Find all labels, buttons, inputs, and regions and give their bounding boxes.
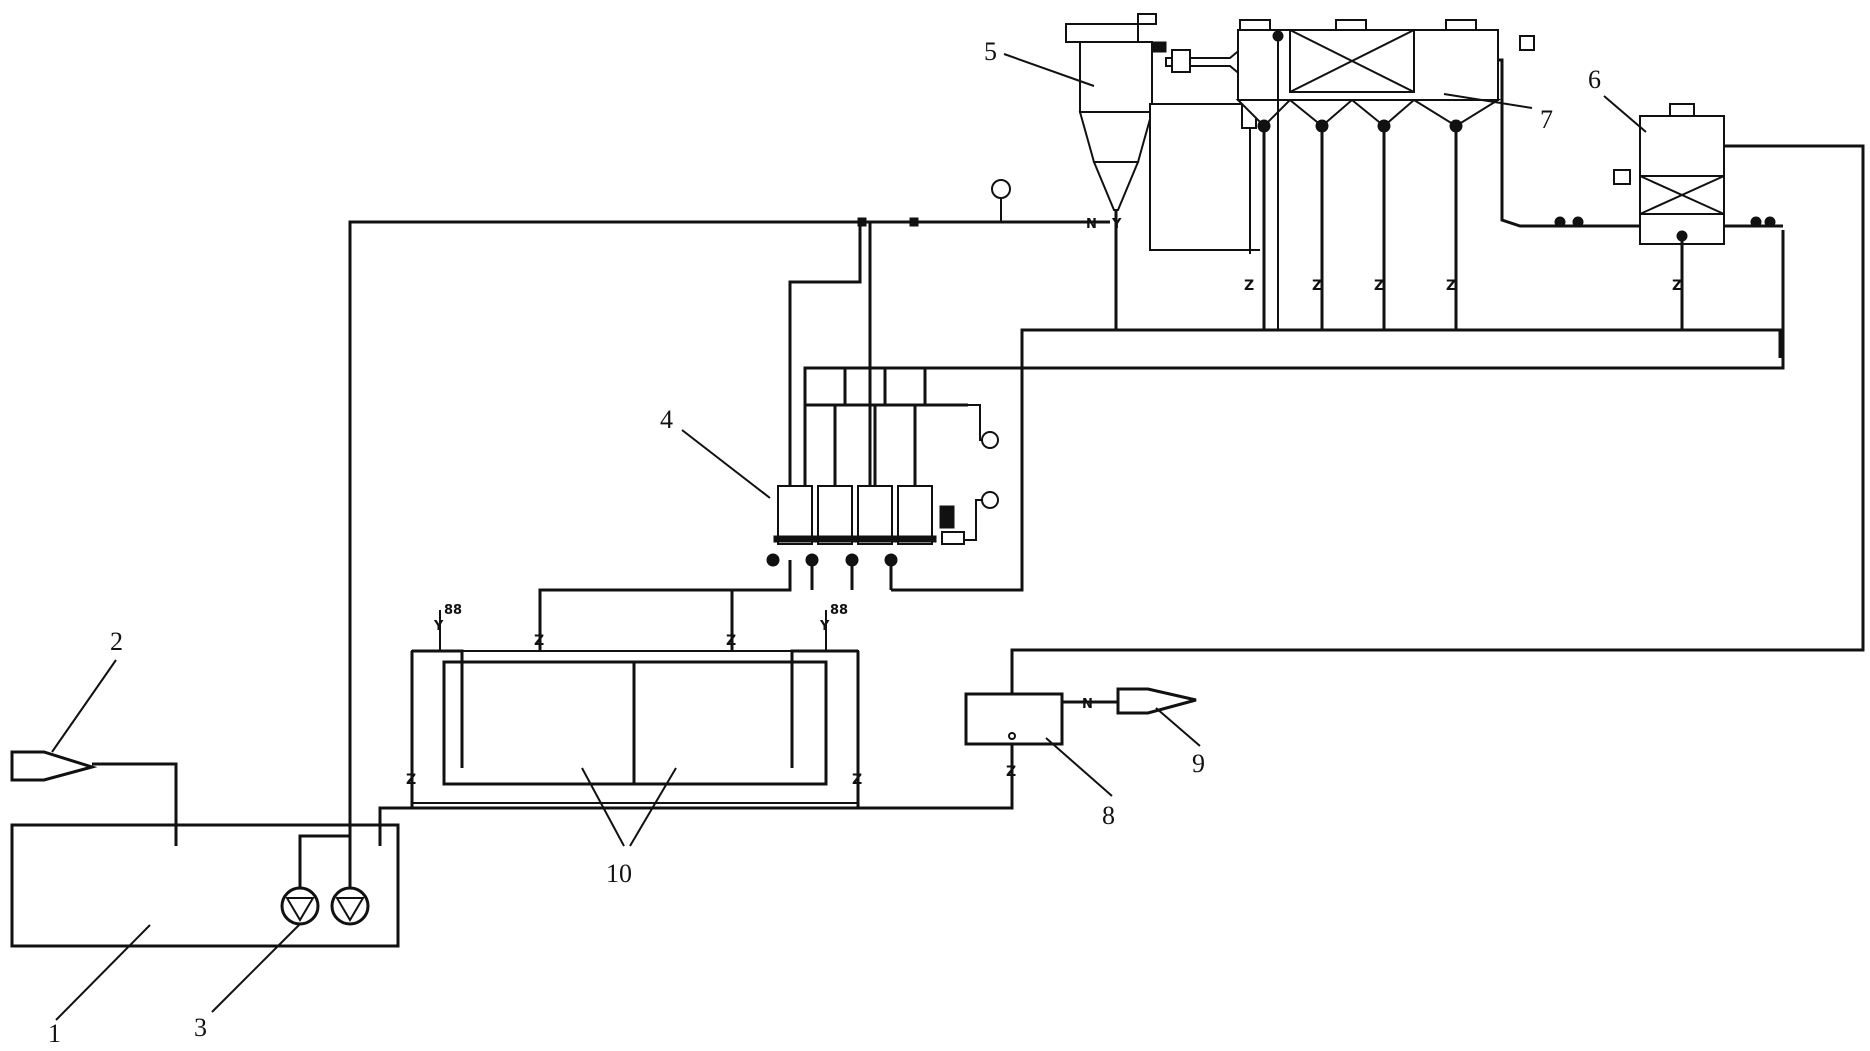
label-7: 7 <box>1540 105 1553 134</box>
svg-text:Z: Z <box>852 772 862 788</box>
label-9: 9 <box>1192 749 1205 778</box>
absorber-7: Z Z Z Z <box>1235 19 1600 330</box>
dual-tank-10: Z Z Y 88 Y 88 Z Z <box>406 590 862 808</box>
callouts: 1 2 3 4 5 6 7 8 9 10 <box>48 37 1647 1048</box>
svg-text:Z: Z <box>406 772 416 788</box>
svg-text:Z: Z <box>1374 278 1384 294</box>
inlet-nozzle-2 <box>10 750 178 846</box>
top-feed-line: N Y <box>857 179 1122 232</box>
svg-text:Z: Z <box>1672 278 1682 294</box>
label-3: 3 <box>194 1013 207 1042</box>
separator-8: Z <box>964 144 1865 808</box>
return-line-right <box>1500 230 1785 370</box>
tank-6: Z <box>1554 103 1783 330</box>
reactor-group-4 <box>538 222 1782 640</box>
pump-3 <box>280 220 1110 926</box>
label-5: 5 <box>984 37 997 66</box>
svg-text:Z: Z <box>726 633 736 649</box>
outlet-nozzle-9: N <box>1062 687 1197 715</box>
svg-text:N: N <box>1086 217 1097 232</box>
svg-text:Z: Z <box>1244 278 1254 294</box>
collector-box <box>1149 45 1260 254</box>
svg-text:Z: Z <box>1312 278 1322 294</box>
label-1: 1 <box>48 1019 61 1048</box>
svg-text:Z: Z <box>1006 764 1016 780</box>
svg-text:88: 88 <box>444 603 462 618</box>
label-8: 8 <box>1102 801 1115 830</box>
svg-text:Z: Z <box>534 633 544 649</box>
svg-text:Y: Y <box>819 619 830 634</box>
label-2: 2 <box>110 627 123 656</box>
storage-tank-1 <box>10 823 400 948</box>
svg-text:N: N <box>1082 697 1093 712</box>
label-10: 10 <box>606 859 632 888</box>
svg-text:88: 88 <box>830 603 848 618</box>
cyclone-5 <box>1065 13 1167 330</box>
label-6: 6 <box>1588 65 1601 94</box>
svg-text:Z: Z <box>1446 278 1456 294</box>
label-4: 4 <box>660 405 673 434</box>
svg-text:Y: Y <box>433 619 444 634</box>
